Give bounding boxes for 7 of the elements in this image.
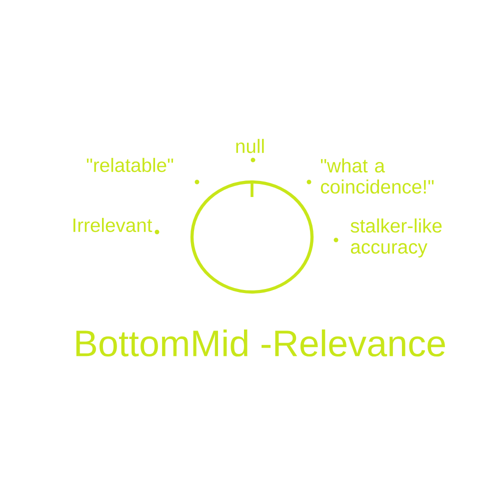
handwritten-label: "relatable" [86, 158, 174, 172]
circle [190, 180, 314, 294]
handwritten-label: Irrelevant [74, 218, 152, 232]
handwritten-label: "what a coincidence!" [320, 158, 434, 194]
title: BottomMid -Relevance [76, 329, 445, 357]
handwritten-label: null [236, 138, 264, 154]
handwritten-label: stalker-like accuracy [350, 218, 442, 258]
